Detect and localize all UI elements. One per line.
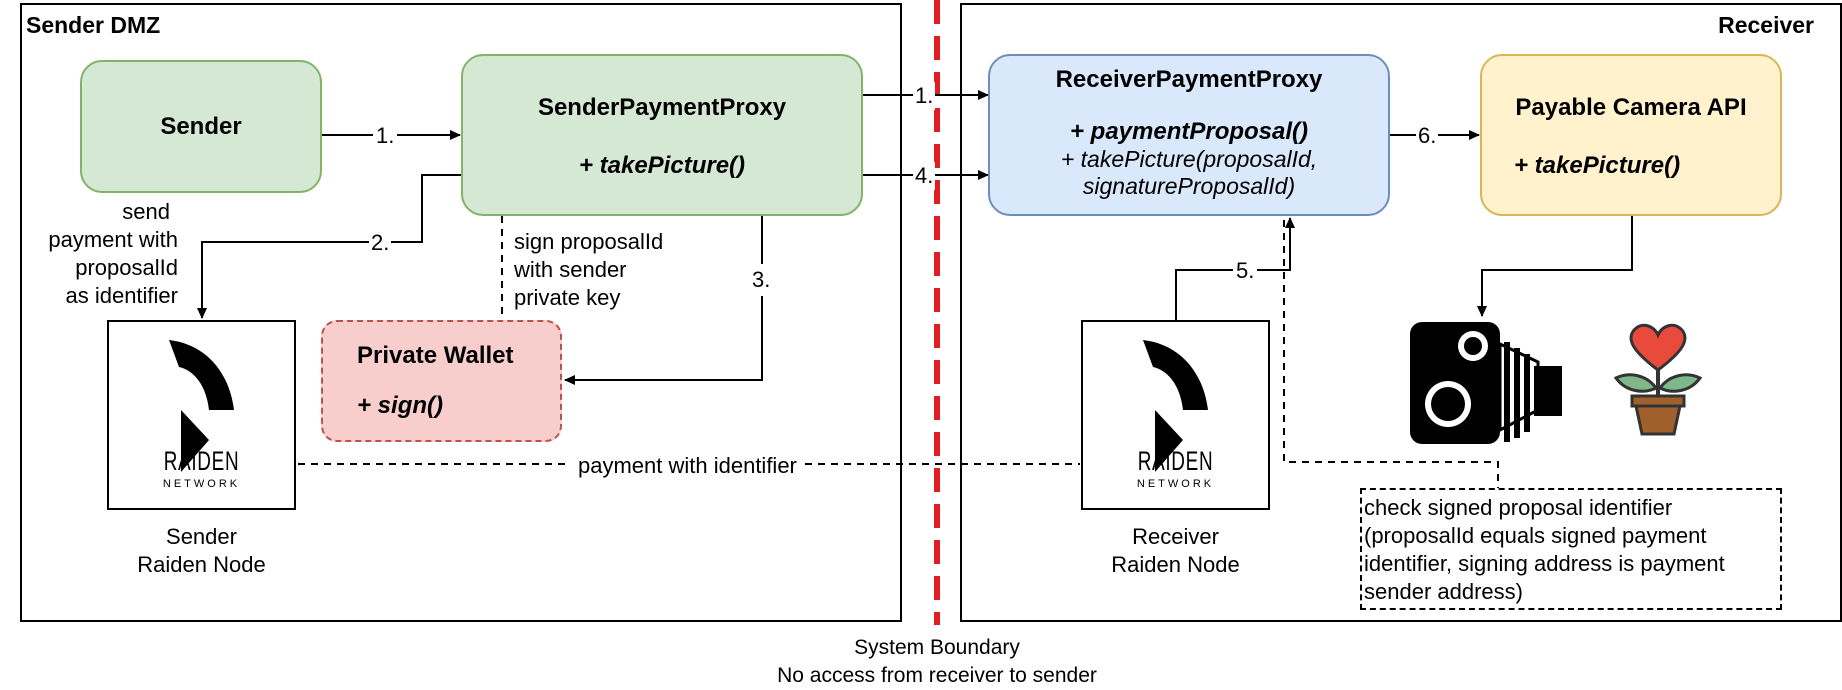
camera-link: [1477, 216, 1633, 317]
send-payment-line-3: proposalId: [75, 255, 178, 280]
sender-box: Sender: [80, 60, 322, 193]
receiver-payment-proxy-title: ReceiverPaymentProxy: [1055, 66, 1323, 93]
edge-label-1-proxy: 1.: [913, 82, 936, 110]
private-wallet-method: + sign(): [357, 392, 444, 419]
plant-heart-icon: [1613, 323, 1703, 436]
sender-node-caption-1: Sender: [166, 524, 237, 549]
system-boundary-caption: System Boundary No access from receiver …: [637, 634, 1237, 690]
sender-dmz-zone: [20, 3, 902, 622]
receiver-node-logo-main: RAIDEN: [1137, 446, 1214, 476]
receiver-payment-proxy-method: + paymentProposal(): [1069, 118, 1309, 145]
sender-payment-proxy-method: + takePicture(): [578, 152, 746, 179]
send-payment-line-4: as identifier: [65, 283, 178, 308]
receiver-payment-proxy-box: ReceiverPaymentProxy + paymentProposal()…: [988, 54, 1390, 216]
check-line-2: (proposalId equals signed payment: [1364, 523, 1707, 548]
sign-line-3: private key: [514, 285, 621, 310]
sender-node-caption: Sender Raiden Node: [107, 523, 296, 579]
payment-link-label: payment with identifier: [570, 452, 805, 480]
payable-camera-api-method: + takePicture(): [1514, 152, 1681, 179]
system-boundary-line-1: System Boundary: [854, 636, 1020, 659]
camera-icon: [1410, 322, 1562, 444]
receiver-payment-proxy-line3: signatureProposalId): [1082, 173, 1296, 199]
send-payment-annotation: send payment with proposalId as identifi…: [22, 198, 178, 310]
payable-camera-api-box: Payable Camera API + takePicture(): [1480, 54, 1782, 216]
sender-node-logo-sub: NETWORK: [162, 478, 241, 490]
sign-annotation: sign proposalId with sender private key: [514, 228, 663, 312]
check-line-4: sender address): [1364, 579, 1523, 604]
receiver-node-logo-sub: NETWORK: [1136, 478, 1215, 490]
sender-payment-proxy-box: SenderPaymentProxy + takePicture(): [461, 54, 863, 216]
receiver-raiden-node: RAIDEN NETWORK: [1081, 320, 1270, 510]
sender-node-caption-2: Raiden Node: [137, 552, 266, 577]
check-signed-proposal-note: check signed proposal identifier (propos…: [1360, 488, 1782, 610]
private-wallet-title: Private Wallet: [357, 342, 514, 369]
sender-dmz-title: Sender DMZ: [26, 12, 161, 38]
edge-label-4: 4.: [913, 162, 936, 190]
edge-label-2: 2.: [369, 229, 392, 257]
system-boundary-line-2: No access from receiver to sender: [777, 664, 1097, 687]
receiver-payment-proxy-line2: + takePicture(proposalId,: [1060, 146, 1318, 172]
check-line-1: check signed proposal identifier: [1364, 495, 1673, 520]
edge-label-6: 6.: [1416, 122, 1439, 150]
sender-title: Sender: [160, 112, 242, 140]
edge-label-5: 5.: [1233, 257, 1258, 285]
check-link: [1283, 220, 1499, 488]
raiden-logo-icon: [169, 340, 234, 472]
private-wallet-box: Private Wallet + sign(): [321, 320, 562, 442]
send-payment-line-2: payment with: [48, 227, 178, 252]
sender-raiden-node: RAIDEN NETWORK: [107, 320, 296, 510]
receiver-zone-title: Receiver: [1718, 12, 1814, 38]
payable-camera-api-title: Payable Camera API: [1515, 94, 1747, 121]
raiden-logo-icon: [1143, 340, 1208, 472]
sender-payment-proxy-title: SenderPaymentProxy: [537, 94, 787, 121]
sign-line-1: sign proposalId: [514, 229, 664, 254]
receiver-node-caption-1: Receiver: [1132, 524, 1219, 549]
receiver-node-caption: Receiver Raiden Node: [1081, 523, 1270, 579]
receiver-node-caption-2: Raiden Node: [1111, 552, 1240, 577]
sign-line-2: with sender: [514, 257, 627, 282]
check-line-3: identifier, signing address is payment: [1364, 551, 1725, 576]
edge-label-1-sender: 1.: [373, 122, 398, 150]
sender-node-logo-main: RAIDEN: [163, 446, 240, 476]
edge-label-3: 3.: [750, 264, 773, 296]
send-payment-line-1: send: [122, 199, 170, 224]
receiver-zone: [960, 3, 1842, 622]
edge-2: [197, 174, 462, 319]
